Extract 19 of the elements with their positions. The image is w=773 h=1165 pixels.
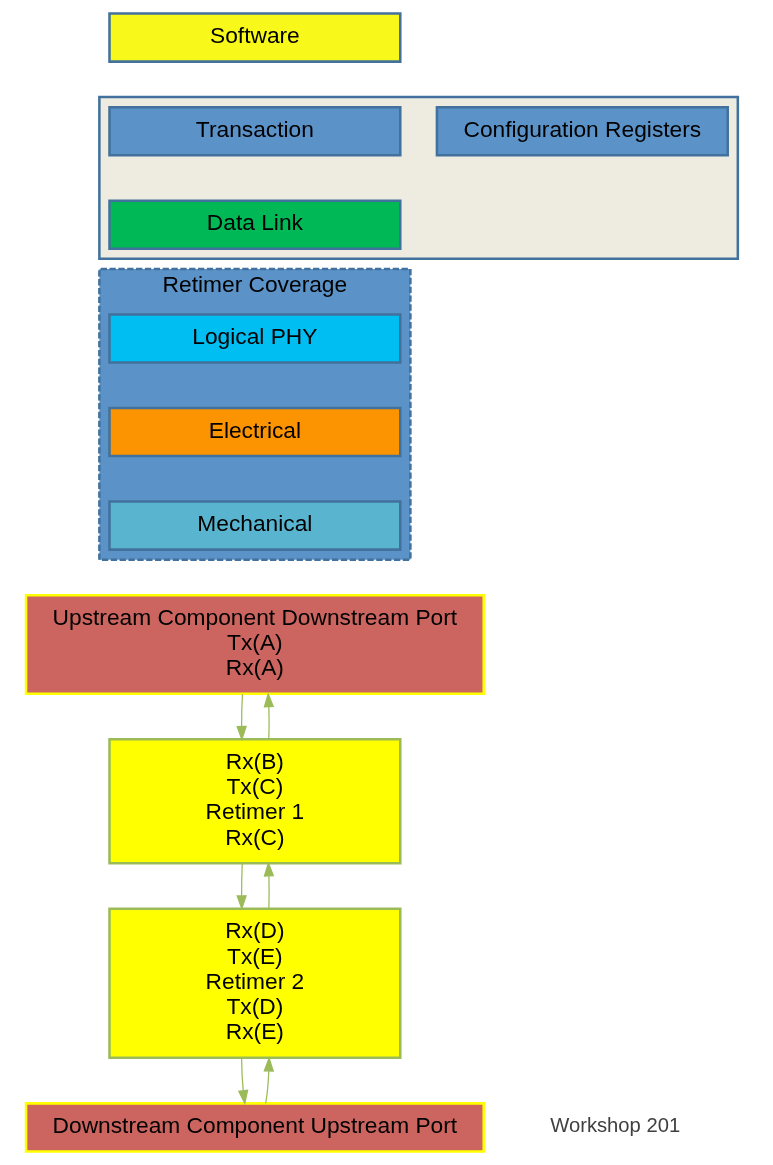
cluster xyxy=(97,95,739,261)
node-box: Mechanical xyxy=(107,500,402,551)
node-box: Transaction xyxy=(107,105,402,157)
node-box: Upstream Component Downstream Port Tx(A) Rx(A) xyxy=(24,593,485,695)
node-box: Electrical xyxy=(107,406,402,458)
node-box: Data Link xyxy=(107,199,402,250)
node-box: Rx(D) Tx(E) Retimer 2 Tx(D) Rx(E) xyxy=(107,907,402,1060)
arrow xyxy=(263,692,274,740)
arrow xyxy=(262,1056,274,1104)
node-box: Software xyxy=(107,12,402,63)
arrow xyxy=(237,1057,248,1106)
node-box: Configuration Registers xyxy=(435,105,729,157)
node-box: Logical PHY xyxy=(107,313,402,364)
arrow xyxy=(263,861,274,910)
label: Workshop 201 xyxy=(549,1114,680,1137)
node-box: Rx(B) Tx(C) Retimer 1 Rx(C) xyxy=(107,738,402,865)
arrow xyxy=(235,862,247,911)
node-box: Downstream Component Upstream Port xyxy=(24,1102,485,1153)
arrow xyxy=(235,693,247,742)
